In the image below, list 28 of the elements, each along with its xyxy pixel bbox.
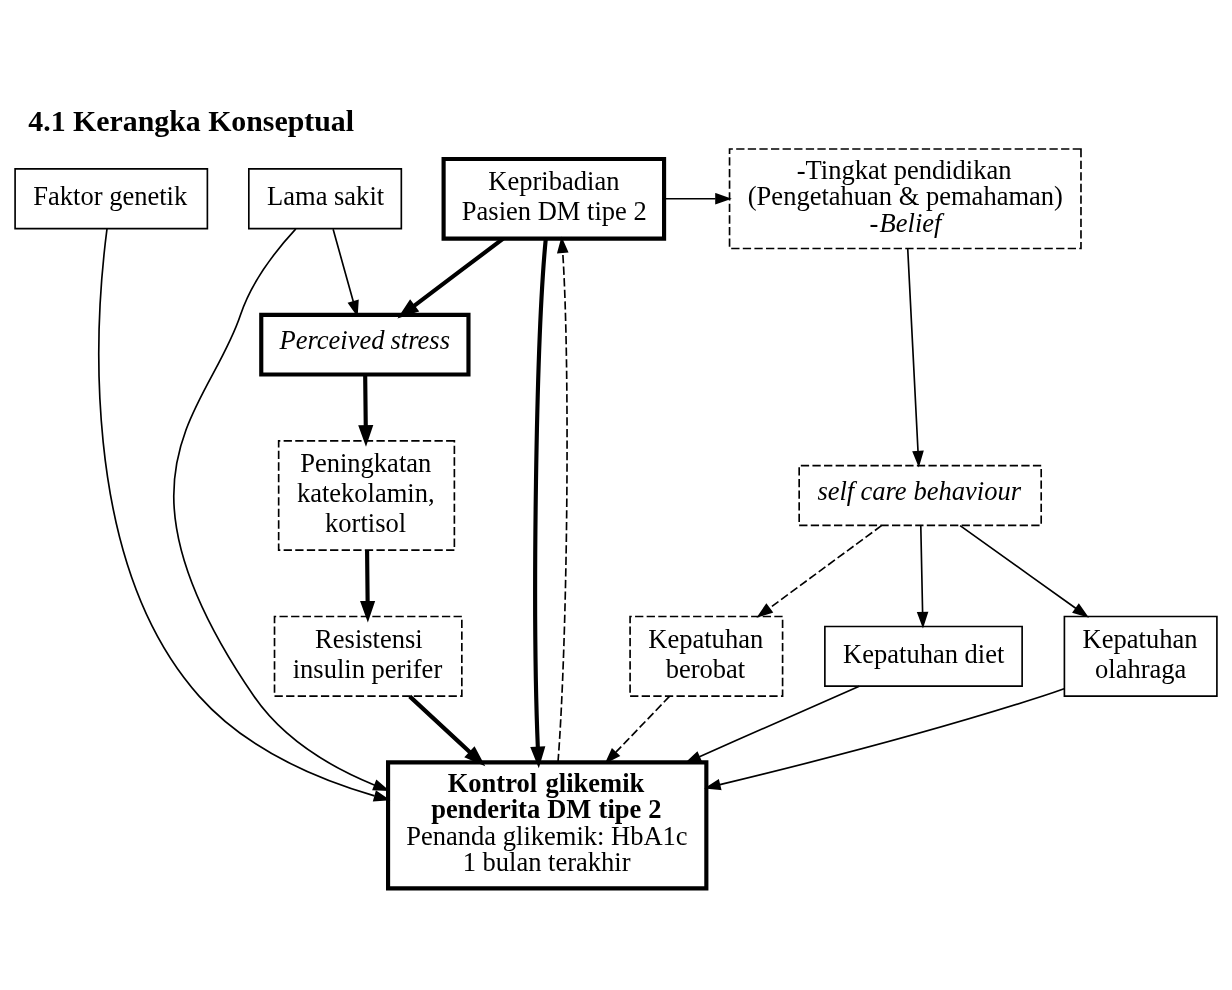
arrow xyxy=(916,524,929,628)
arrow xyxy=(604,695,671,764)
arrow xyxy=(358,374,374,447)
arrow xyxy=(360,549,376,623)
diagram-title: 4.1 Kerangka Konseptual xyxy=(28,103,355,137)
node-box: Lama sakit xyxy=(248,167,403,229)
arrow xyxy=(397,236,505,318)
arrow xyxy=(556,235,569,763)
node-box: Resistensi insulin perifer xyxy=(273,615,463,697)
arrow xyxy=(663,192,732,205)
arrow xyxy=(704,687,1065,790)
node-box: Perceived stress xyxy=(259,312,471,377)
arrow xyxy=(959,524,1089,618)
node-box: self care behaviour xyxy=(798,464,1042,526)
node-box: Kepatuhan berobat xyxy=(629,615,784,697)
arrow xyxy=(98,227,391,801)
node-box: Kepatuhan diet xyxy=(824,625,1023,687)
arrow xyxy=(906,247,924,467)
arrow xyxy=(408,694,486,766)
node-box: Kepribadian Pasien DM tipe 2 xyxy=(441,156,667,241)
node-box: Kontrol glikemik penderita DM tipe 2 Penanda glikemik: HbA1c 1 bulan terakhir xyxy=(386,759,709,890)
node-box: -Tingkat pendidikan (Pengetahuan & pemahaman) -Belief xyxy=(728,147,1082,249)
node-box: Peningkatan katekolamin, kortisol xyxy=(277,439,456,551)
node-box: Faktor genetik xyxy=(14,167,209,229)
arrow xyxy=(530,238,548,768)
node-box: Kepatuhan olahraga xyxy=(1063,615,1218,697)
arrow xyxy=(756,524,883,618)
arrow xyxy=(684,684,861,763)
